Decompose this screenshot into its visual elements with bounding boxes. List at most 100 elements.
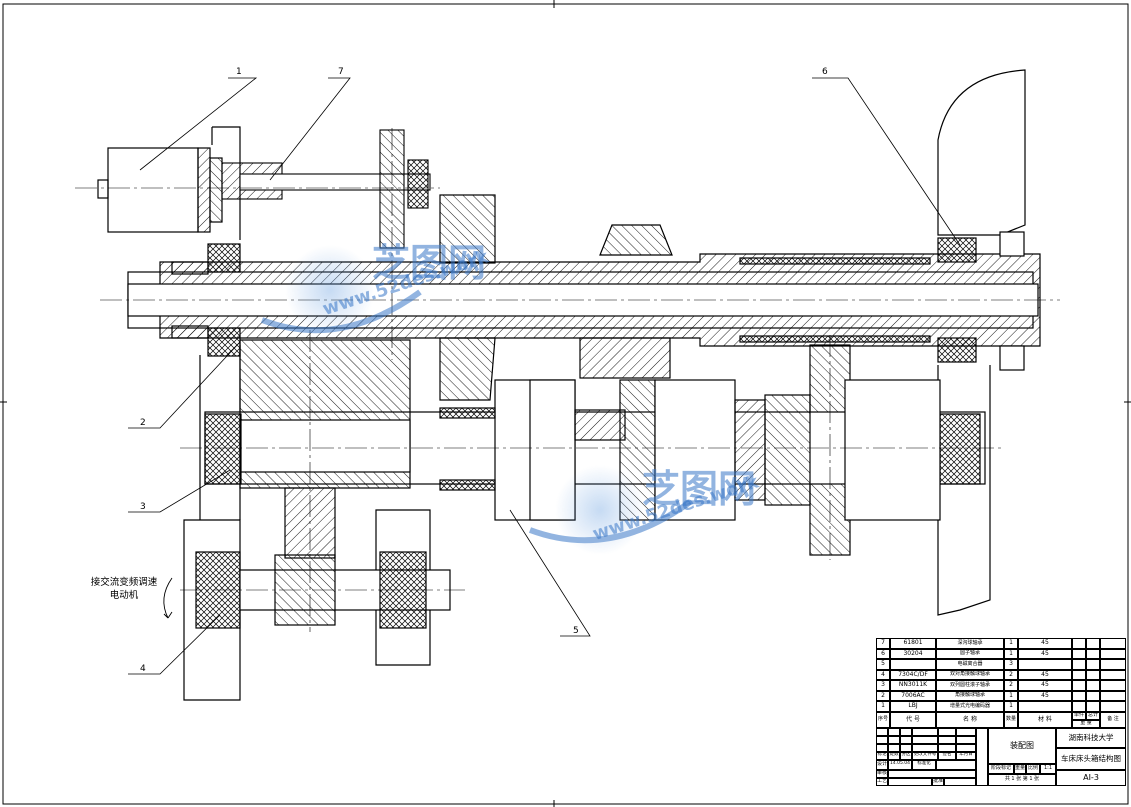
encoder-part-1 [97,147,223,233]
parts-row-remark [1100,648,1126,659]
shaft-7 [221,129,431,249]
parts-header-remark: 备 注 [1100,711,1126,728]
parts-row-remark [1100,680,1126,691]
motor-note-line-2: 电动机 [109,590,139,601]
school-name: 湖南科技大学 [1056,727,1126,748]
motor-note-line-1: 接交流变频调速 [90,577,158,588]
parts-row-remark [1100,638,1126,649]
parts-row-name: 双列圆柱滚子轴承 [936,680,1004,691]
parts-row-single [1072,680,1086,691]
parts-header-name: 名 称 [936,711,1004,728]
weight-label: 重量 [1014,763,1026,774]
stage-label: 阶段标记 [988,763,1014,774]
parts-row-qty: 1 [1004,690,1018,701]
callout-1: 1 [236,67,242,77]
parts-row-material: 45 [1018,690,1072,701]
title-block-grid [938,735,956,744]
title-block-grid [944,777,976,786]
parts-row-qty: 3 [1004,659,1018,670]
parts-row-remark [1100,669,1126,680]
parts-row-remark [1100,659,1126,670]
title-block-grid [938,743,956,752]
callout-5: 5 [573,626,579,636]
scale-label: 比例 [1026,763,1040,774]
parts-row-total [1086,638,1100,649]
watermark-cn-1: 芝图网 [372,241,487,285]
callout-6: 6 [822,67,828,77]
title-block-grid [888,769,976,778]
parts-row-no: 3 [876,680,890,691]
parts-row-qty: 2 [1004,680,1018,691]
parts-row-code: NN3011K [890,680,936,691]
parts-row-material: 45 [1018,680,1072,691]
parts-header-single: 单件 [1072,711,1086,720]
parts-row-material [1018,659,1072,670]
parts-row-name: 增量式光电编码器 [936,701,1004,712]
title-block-grid [912,727,938,736]
review-label: 审核 [876,769,888,778]
callout-3: 3 [140,502,146,512]
callout-4: 4 [140,664,146,674]
title-block-grid [876,735,888,744]
parts-row-qty: 1 [1004,648,1018,659]
title-block-grid [888,743,900,752]
parts-row-material: 45 [1018,638,1072,649]
parts-header-material: 材 料 [1018,711,1072,728]
parts-row-code: 7304C/DF [890,669,936,680]
title-block-grid: 处数 [888,751,900,760]
approve-label: 批准 [932,777,944,786]
parts-row-single [1072,669,1086,680]
drawing-frame [2,3,1129,805]
parts-row-name: 双对角接触球轴承 [936,669,1004,680]
parts-row-total [1086,690,1100,701]
title-block-grid [900,743,912,752]
title-block-grid [956,735,976,744]
parts-header-code: 代 号 [890,711,936,728]
parts-header-qty: 数量 [1004,711,1018,728]
parts-row-code: 61801 [890,638,936,649]
title-block-grid [976,727,988,786]
title-block-grid [876,743,888,752]
parts-row-qty: 1 [1004,701,1018,712]
leader-lines [128,77,961,675]
parts-row-no: 7 [876,638,890,649]
parts-row-remark [1100,690,1126,701]
parts-row-remark [1100,701,1126,712]
parts-row-name: 圆子轴承 [936,648,1004,659]
drawing-type: 装配图 [988,727,1056,764]
motor-note: 接交流变频调速 电动机 [74,576,174,602]
parts-row-no: 6 [876,648,890,659]
parts-row-name: 电磁离合器 [936,659,1004,670]
title-block-grid [938,727,956,736]
parts-row-total [1086,701,1100,712]
rotation-arrow [163,577,173,619]
parts-row-name: 角接触球轴承 [936,690,1004,701]
title-block-grid [936,759,976,770]
parts-header-no: 序号 [876,711,890,728]
parts-row-material: 45 [1018,648,1072,659]
parts-row-total [1086,669,1100,680]
title-block-grid: 更改文件号 [912,751,938,760]
housing-walls [183,69,1026,701]
parts-row-code [890,659,936,670]
parts-row-no: 1 [876,701,890,712]
parts-row-single [1072,690,1086,701]
parts-row-total [1086,648,1100,659]
title-block-grid [912,735,938,744]
callout-numbers: 1 7 6 2 3 4 5 [140,67,828,674]
sheet-count: 共 1 张 第 1 张 [988,773,1056,786]
parts-row-total [1086,680,1100,691]
watermark-graphic [260,245,692,555]
drawing-title: 车床床头箱结构图 [1056,747,1126,770]
standardization-label: 标准化 [912,759,936,770]
parts-row-qty: 2 [1004,669,1018,680]
process-label: 工艺 [876,777,888,786]
parts-row-single [1072,659,1086,670]
parts-row-no: 2 [876,690,890,701]
title-block-grid: 签名 [938,751,956,760]
parts-row-name: 深沟球轴承 [936,638,1004,649]
title-block-grid [888,735,900,744]
